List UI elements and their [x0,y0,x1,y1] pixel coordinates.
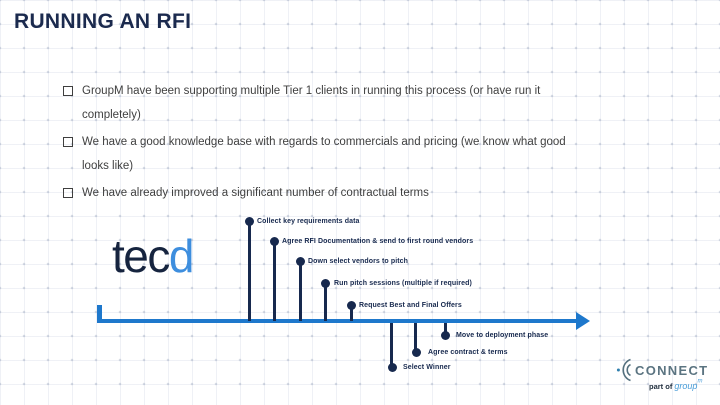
tecd-logo: tecd [112,230,195,282]
page-title: RUNNING AN RFI [14,10,192,33]
milestone-label: Agree contract & terms [428,349,508,356]
tecd-logo-prefix: tec [112,230,170,282]
milestone-label: Collect key requirements data [257,218,360,225]
milestone-dot [412,348,421,357]
bullet-list: GroupM have been supporting multiple Tie… [62,79,682,208]
list-item: We have a good knowledge base with regar… [62,130,682,178]
milestone-label: Request Best and Final Offers [359,302,462,309]
bullet-text: GroupM have been supporting multiple Tie… [82,85,541,97]
list-item: GroupM have been supporting multiple Tie… [62,79,682,127]
groupm-brand: group [674,381,698,391]
milestone-label: Select Winner [403,364,451,371]
bullet-text: looks like) [82,160,134,172]
milestone-label: Down select vendors to pitch [308,258,409,265]
connect-arcs-icon [616,358,631,382]
milestone-stem [273,242,276,321]
milestone-stem [444,323,447,336]
tagline-prefix: part of [649,382,675,391]
timeline-start-cap [97,305,102,323]
milestone-dot [296,257,305,266]
list-item: We have already improved a significant n… [62,181,682,205]
bullet-text: We have a good knowledge base with regar… [82,136,566,148]
checkbox-bullet-icon [63,137,73,147]
bullet-text: completely) [82,109,141,121]
milestone-dot [347,301,356,310]
connect-tagline: part of groupm [649,376,702,394]
timeline-arrowhead-icon [576,312,590,330]
milestone-stem [414,323,417,353]
milestone-dot [388,363,397,372]
milestone-dot [321,279,330,288]
milestone-stem [350,306,353,321]
milestone-stem [248,222,251,321]
milestone-label: Run pitch sessions (multiple if required… [334,280,472,287]
checkbox-bullet-icon [63,86,73,96]
milestone-label: Agree RFI Documentation & send to first … [282,238,474,245]
milestone-stem [324,284,327,321]
checkbox-bullet-icon [63,188,73,198]
milestone-dot [245,217,254,226]
groupm-superscript: m [697,378,703,385]
bullet-text: We have already improved a significant n… [82,187,429,199]
milestone-dot [270,237,279,246]
milestone-stem [299,262,302,321]
milestone-stem [390,323,393,368]
timeline-axis [100,319,578,323]
tecd-logo-suffix: d [168,230,195,282]
milestone-dot [441,331,450,340]
milestone-label: Move to deployment phase [456,332,549,339]
connect-logo: CONNECT part of groupm [616,357,716,391]
connect-wordmark: CONNECT [635,362,709,378]
